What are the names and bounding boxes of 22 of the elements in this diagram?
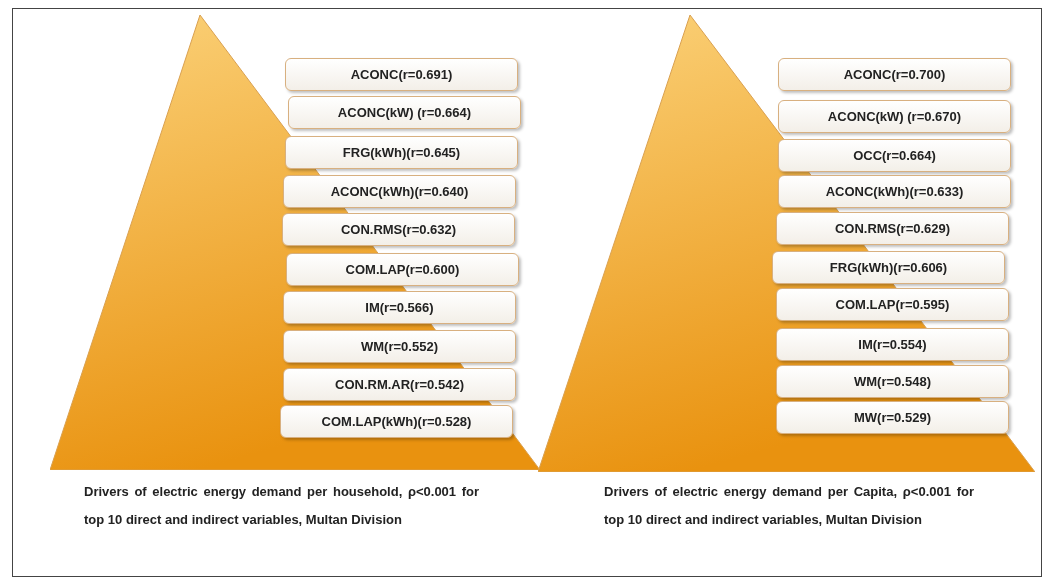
- variable-box: WM(r=0.548): [776, 365, 1009, 398]
- variable-box: OCC(r=0.664): [778, 139, 1011, 172]
- variable-box: ACONC(r=0.691): [285, 58, 518, 91]
- caption-text: Drivers of electric energy demand per Capita, ρ<0.001 for top 10 direct and indirect variables, Multan Division: [604, 483, 974, 529]
- variable-box: IM(r=0.566): [283, 291, 516, 324]
- variable-box: COM.LAP(r=0.600): [286, 253, 519, 286]
- caption-text: Drivers of electric energy demand per household, ρ<0.001 for top 10 direct and indirect variables, Multan Division: [84, 483, 479, 529]
- variable-box: ACONC(r=0.700): [778, 58, 1011, 91]
- variable-box: ACONC(kWh)(r=0.633): [778, 175, 1011, 208]
- variable-box: COM.LAP(kWh)(r=0.528): [280, 405, 513, 438]
- variable-box: FRG(kWh)(r=0.645): [285, 136, 518, 169]
- variable-box: COM.LAP(r=0.595): [776, 288, 1009, 321]
- variable-box: CON.RMS(r=0.629): [776, 212, 1009, 245]
- variable-box: ACONC(kW) (r=0.670): [778, 100, 1011, 133]
- variable-box: CON.RM.AR(r=0.542): [283, 368, 516, 401]
- variable-box: IM(r=0.554): [776, 328, 1009, 361]
- variable-box: ACONC(kWh)(r=0.640): [283, 175, 516, 208]
- variable-box: CON.RMS(r=0.632): [282, 213, 515, 246]
- variable-box: MW(r=0.529): [776, 401, 1009, 434]
- variable-box: ACONC(kW) (r=0.664): [288, 96, 521, 129]
- variable-box: WM(r=0.552): [283, 330, 516, 363]
- variable-box: FRG(kWh)(r=0.606): [772, 251, 1005, 284]
